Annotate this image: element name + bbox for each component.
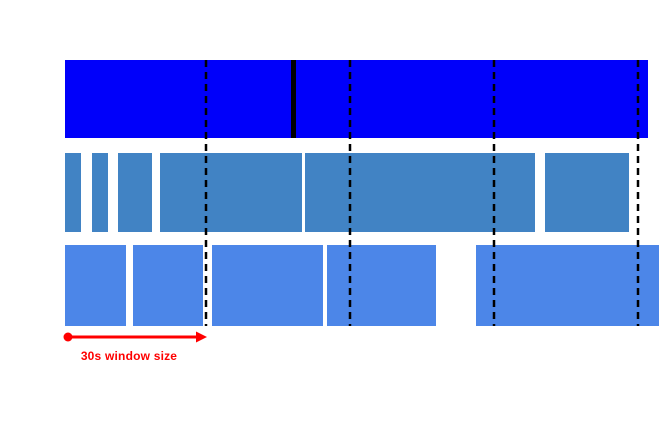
bar-segment-row-2-6 bbox=[545, 153, 629, 232]
session-divider bbox=[291, 60, 296, 138]
bar-segment-row-2-4 bbox=[160, 153, 302, 232]
bar-segment-row-2-1 bbox=[65, 153, 81, 232]
bar-segment-row-1-1 bbox=[65, 60, 291, 138]
bar-segment-row-3-1 bbox=[65, 245, 126, 326]
bar-segment-row-3-3 bbox=[212, 245, 323, 326]
bar-segment-row-3-2 bbox=[133, 245, 203, 326]
bar-segment-row-2-2 bbox=[92, 153, 108, 232]
window-size-arrow-head bbox=[196, 331, 207, 343]
window-size-label: 30s window size bbox=[81, 349, 177, 363]
bar-segment-row-3-4 bbox=[327, 245, 436, 326]
window-size-arrow-dot bbox=[63, 332, 73, 342]
bar-segment-row-2-3 bbox=[118, 153, 152, 232]
bar-segment-row-3-5 bbox=[476, 245, 659, 326]
bar-segment-row-1-2 bbox=[296, 60, 648, 138]
bar-segment-row-2-5 bbox=[305, 153, 535, 232]
